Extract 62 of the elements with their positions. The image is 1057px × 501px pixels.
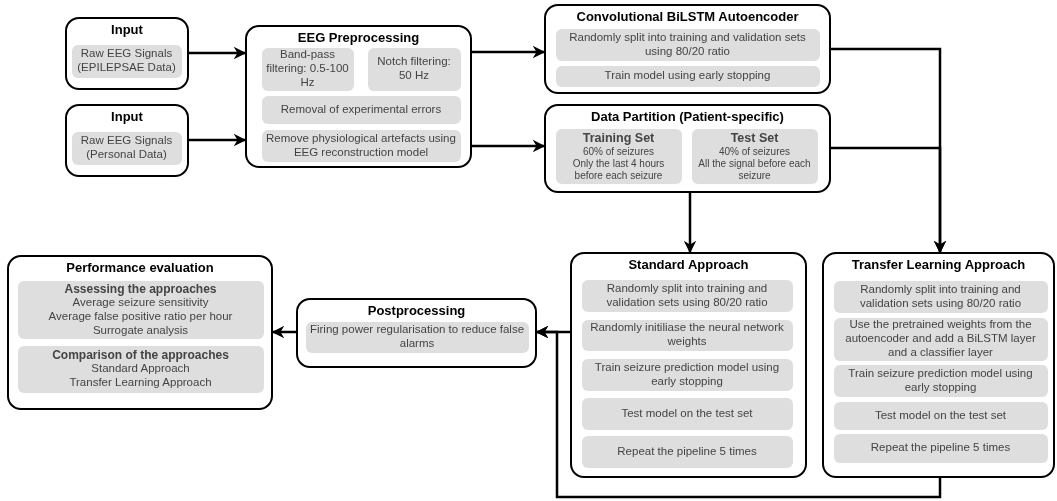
panel-text: Only the last 4 hours before each seizure <box>571 157 666 182</box>
process-step: Train model using early stopping <box>555 65 820 87</box>
stage-panel <box>570 252 807 478</box>
process-step: Repeat the pipeline 5 times <box>581 435 793 468</box>
process-step: Use the pretrained weights from the autoencoder and add a BiLSTM layer and a classifier layer <box>833 317 1048 361</box>
process-step: Notch filtering: 50 Hz <box>367 47 461 91</box>
stage-panel <box>65 104 189 177</box>
arrow <box>683 193 697 254</box>
process-step: Train seizure prediction model using early stopping <box>833 364 1048 397</box>
process-step: Raw EEG Signals (EPILEPSAE Data) <box>71 44 182 78</box>
process-step: Firing power regularisation to reduce false alarms <box>305 321 529 353</box>
panel-subheading: Assessing the approaches <box>64 281 217 296</box>
panel-text: Average false positive ratio per hour <box>48 309 233 324</box>
panel-text: 40% of seizures <box>718 145 791 158</box>
arrow <box>831 146 947 254</box>
arrow <box>189 133 247 147</box>
stage-panel <box>7 255 273 410</box>
panel-subheading: Test Set <box>730 130 779 146</box>
process-step: Randomly split into training and validation sets using 80/20 ratio <box>555 28 820 61</box>
info-panel <box>17 345 264 393</box>
stage-panel <box>544 4 831 94</box>
panel-heading: Transfer Learning Approach <box>850 257 1027 272</box>
panel-text: Transfer Learning Approach <box>69 376 212 390</box>
panel-text: 60% of seizures <box>582 145 655 158</box>
panel-text: Standard Approach <box>91 362 190 377</box>
info-panel <box>17 280 264 339</box>
panel-heading: Performance evaluation <box>65 260 215 275</box>
process-step: Band-pass filtering: 0.5-100 Hz <box>261 47 354 91</box>
info-panel <box>555 128 682 184</box>
process-step: Test model on the test set <box>581 397 793 430</box>
process-step: Randomly initiliase the neural network weights <box>581 319 793 351</box>
stage-panel <box>296 298 537 368</box>
panel-text: Surrogate analysis <box>92 323 189 338</box>
panel-heading: Postprocessing <box>366 303 467 318</box>
process-step: Train seizure prediction model using early stopping <box>581 358 793 391</box>
panel-heading: Data Partition (Patient-specific) <box>590 109 785 124</box>
stage-panel <box>65 17 189 90</box>
panel-heading: Standard Approach <box>627 257 750 272</box>
panel-heading: Convolutional BiLSTM Autoencoder <box>575 9 800 24</box>
info-panel <box>691 128 818 184</box>
panel-text: All the signal before each seizure <box>697 157 812 182</box>
panel-heading: Input <box>110 22 144 37</box>
stage-panel <box>245 25 472 168</box>
panel-heading: Input <box>110 109 144 124</box>
arrow <box>535 325 942 499</box>
arrow <box>472 45 546 59</box>
process-step: Randomly split into training and validation sets using 80/20 ratio <box>833 280 1048 313</box>
process-step: Remove physiological artefacts using EEG reconstruction model <box>261 129 461 162</box>
panel-subheading: Training Set <box>582 130 655 146</box>
panel-subheading: Comparison of the approaches <box>52 348 229 363</box>
process-step: Removal of experimental errors <box>261 95 461 124</box>
process-step: Test model on the test set <box>833 401 1048 430</box>
arrow <box>189 46 247 60</box>
stage-panel <box>822 252 1055 478</box>
arrow <box>472 139 546 153</box>
process-step: Raw EEG Signals (Personal Data) <box>71 131 182 165</box>
process-step: Repeat the pipeline 5 times <box>833 433 1048 463</box>
process-step: Randomly split into training and validation sets using 80/20 ratio <box>581 279 793 312</box>
panel-text: Average seizure sensitivity <box>72 296 209 310</box>
stage-panel <box>544 104 831 193</box>
arrow <box>271 325 296 339</box>
panel-heading: EEG Preprocessing <box>296 30 421 45</box>
